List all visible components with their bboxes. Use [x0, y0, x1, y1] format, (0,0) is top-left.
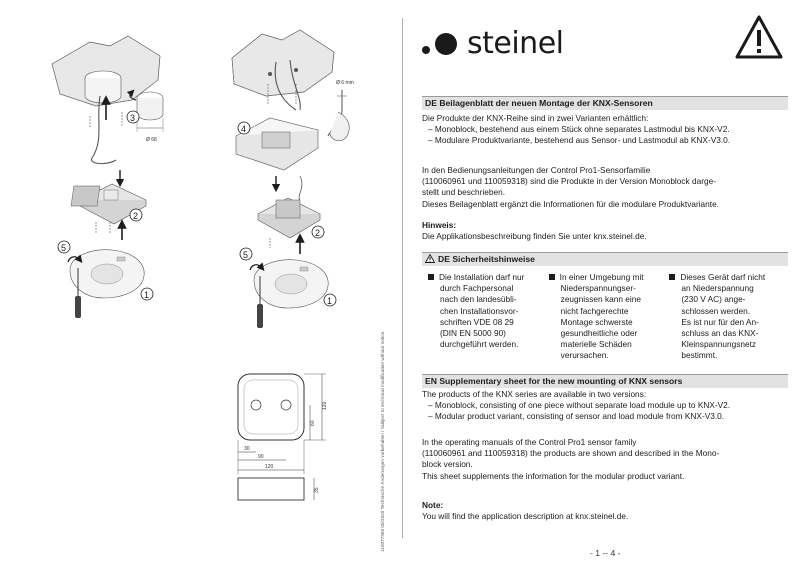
callout-4: 4 [241, 124, 246, 134]
de-bullet-2: – Modulare Produktvariante, bestehend au… [428, 135, 731, 146]
max-diameter-label: Ø 6 mm [336, 80, 354, 86]
en-intro: The products of the KNX series are avail… [422, 389, 647, 399]
vertical-note: 110077355 05/2020 Technische Änderungen … [380, 330, 385, 552]
safety-col-2-line: materielle Schäden [560, 339, 632, 350]
installation-diagram: Ø 68 3 2 1 [51, 29, 354, 501]
safety-col-2-line: zeugnissen kann eine [560, 294, 641, 305]
logo-dot-small [422, 45, 430, 54]
safety-col-1-line: durch Fachpersonal [440, 283, 514, 294]
de-hint: Die Applikationsbeschreibung finden Sie … [422, 231, 647, 242]
safety-col-1-line: chen Installationsvor- [440, 305, 519, 316]
load-module-right: 2 [257, 197, 325, 239]
safety-columns: Die Installation darf nur durch Fachpers… [426, 272, 788, 362]
screwdriver-left: 5 [57, 240, 83, 318]
safety-col-3-line: Kleinspannungsnetz [681, 339, 757, 350]
callout-2-left: 2 [133, 211, 138, 221]
en-note-block: Note: You will find the application desc… [422, 500, 788, 522]
en-note: You will find the application descriptio… [422, 511, 629, 522]
safety-col-1: Die Installation darf nur durch Fachpers… [426, 272, 547, 362]
width-mid: 90 [258, 454, 264, 460]
safety-col-3: Dieses Gerät darf nicht an Niederspannun… [667, 272, 788, 362]
safety-col-3-line: schlossen werden. [681, 305, 751, 316]
de-hint-block: Hinweis: Die Applikationsbeschreibung fi… [422, 220, 788, 242]
ceiling-right [231, 29, 335, 111]
fold-line [402, 18, 403, 538]
safety-col-2: In einer Umgebung mit Niederspannungser-… [547, 272, 668, 362]
en-intro-block: The products of the KNX series are avail… [422, 389, 788, 423]
de-para-2: Dieses Beilagenblatt ergänzt die Informa… [422, 198, 720, 209]
safety-header: DE Sicherheitshinweise [438, 254, 535, 264]
callout-5-left: 5 [61, 243, 66, 253]
en-note-label: Note: [422, 500, 444, 510]
safety-col-3-line: (230 V AC) ange- [681, 294, 746, 305]
en-para-2: This sheet supplements the information f… [422, 470, 685, 481]
depth-dim: 35 [314, 487, 320, 493]
safety-col-1-line: durchgeführt werden. [440, 339, 519, 350]
callout-1-right: 1 [327, 296, 332, 306]
width-small: 30 [244, 446, 250, 452]
en-para-line-1: In the operating manuals of the Control … [422, 437, 637, 447]
logo-dot-big [435, 32, 457, 55]
en-bullet-1: – Monoblock, consisting of one piece wit… [428, 400, 731, 411]
en-para-line-2: (110060961 and 110059318) the products a… [422, 448, 720, 459]
de-para-line-2: (110060961 und 110059318) sind die Produ… [422, 176, 716, 187]
ceiling-left [51, 35, 161, 165]
safety-col-3-line: Dieses Gerät darf nicht [680, 272, 766, 282]
sensor-left: 1 [69, 249, 154, 301]
callout-1-left: 1 [144, 290, 149, 300]
diameter-label: Ø 68 [146, 137, 157, 143]
callout-3: 3 [130, 113, 135, 123]
brand-name: steinel [467, 26, 564, 61]
height-mid: 60 [310, 420, 316, 426]
de-para-block: In den Bedienungsanleitungen der Control… [422, 165, 788, 210]
warning-triangle-icon [735, 15, 783, 59]
sensor-right: 1 [253, 259, 337, 309]
en-para-block: In the operating manuals of the Control … [422, 437, 788, 482]
safety-col-3-line: schluss an das KNX- [681, 328, 759, 339]
de-header: DE Beilagenblatt der neuen Montage der K… [422, 97, 788, 110]
warning-small-icon [425, 254, 435, 263]
surface-housing: 4 [235, 117, 319, 171]
safety-col-1-line: Die Installation darf nur [439, 272, 525, 282]
safety-col-1-line: nach den landesübli- [440, 294, 517, 305]
callout-5-right: 5 [243, 250, 248, 260]
en-bullet-2: – Modular product variant, consisting of… [428, 411, 725, 422]
safety-col-3-line: bestimmt. [681, 350, 718, 361]
width-total: 120 [265, 464, 274, 470]
safety-col-2-line: gesundheitliche oder [560, 328, 638, 339]
de-intro-block: Die Produkte der KNX-Reihe sind in zwei … [422, 113, 788, 147]
safety-col-2-line: Montage schwerste [560, 316, 633, 327]
bullet-square-icon [669, 274, 676, 280]
bullet-square-icon [548, 274, 555, 280]
safety-col-2-line: In einer Umgebung mit [559, 272, 644, 282]
de-bullet-1: – Monoblock, bestehend aus einem Stück o… [428, 124, 730, 135]
safety-col-3-line: an Niederspannung [681, 283, 754, 294]
safety-col-2-line: nicht fachgerechte [560, 305, 629, 316]
safety-col-1-line: (DIN EN 5000 90) [440, 328, 506, 339]
safety-col-2-line: Niederspannungser- [560, 283, 636, 294]
page-number: - 1 -- 4 - [590, 548, 621, 558]
illustration-panel: Ø 68 3 2 1 [51, 29, 354, 501]
dimension-drawing: 120 60 30 90 120 35 [237, 373, 328, 501]
de-hint-label: Hinweis: [422, 220, 457, 230]
safety-col-2-line: verursachen. [560, 350, 609, 361]
de-para-line-1: In den Bedienungsanleitungen der Control… [422, 165, 651, 175]
de-para-line-3: stellt und beschrieben. [422, 187, 506, 198]
safety-header-bar: DE Sicherheitshinweise [422, 253, 788, 266]
de-intro: Die Produkte der KNX-Reihe sind in zwei … [422, 113, 649, 123]
safety-col-3-line: Es ist nur für den An- [681, 316, 759, 327]
brand-logo: steinel [422, 26, 564, 61]
flush-box: Ø 68 3 [126, 89, 164, 143]
height-total: 120 [322, 401, 328, 410]
en-header: EN Supplementary sheet for the new mount… [422, 375, 788, 388]
safety-col-1-line: schriften VDE 08 29 [440, 316, 514, 327]
screwdriver-right: 5 [239, 247, 265, 328]
cable-detail: Ø 6 mm [327, 80, 354, 142]
callout-2-right: 2 [315, 228, 320, 238]
text-panel: steinel DE Beilagenblatt der neuen Monta… [418, 0, 788, 567]
load-module-left: 2 [70, 183, 147, 225]
en-para-line-3: block version. [422, 459, 473, 470]
bullet-square-icon [428, 274, 434, 280]
